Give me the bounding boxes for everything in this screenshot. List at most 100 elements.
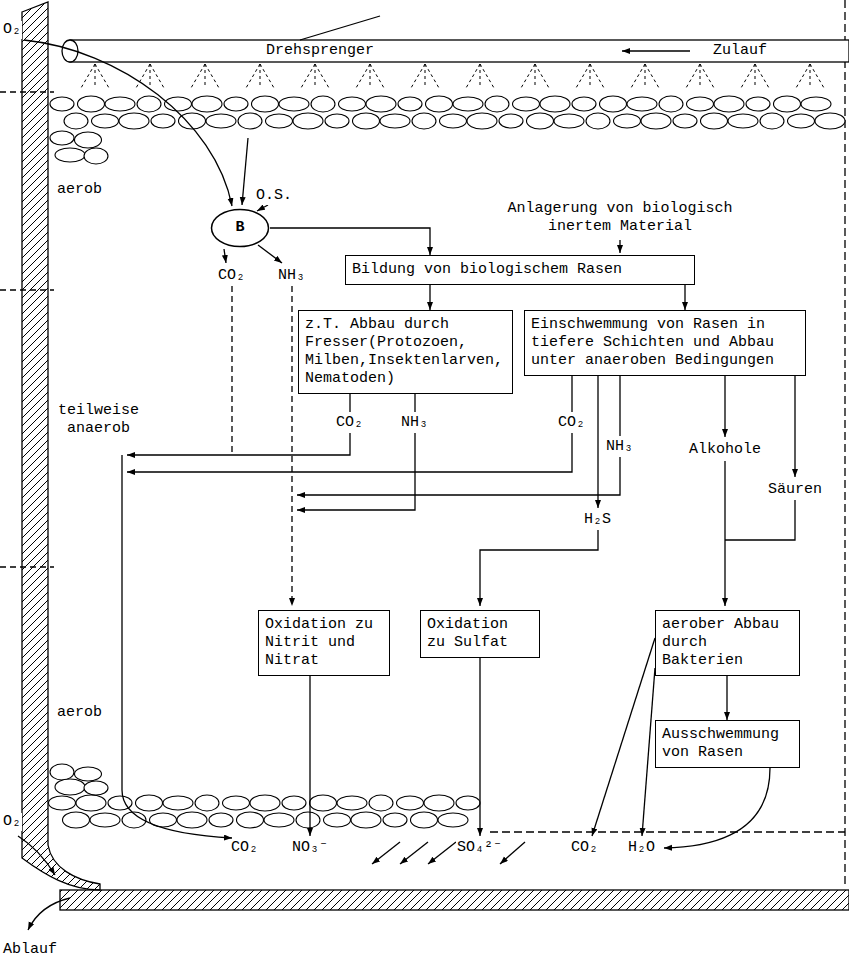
flow-arrow — [726, 676, 727, 720]
spray-jet — [356, 64, 370, 88]
substance-label: Alkohole — [688, 441, 762, 459]
spray-jet — [370, 64, 384, 88]
spray — [81, 64, 824, 88]
stone — [90, 813, 120, 827]
stone — [380, 114, 410, 128]
spray-jet — [466, 64, 480, 88]
stone — [467, 113, 497, 129]
stone — [485, 96, 509, 112]
stone — [50, 764, 74, 780]
substance-label: CO₂ — [557, 414, 586, 432]
box-text: B — [210, 208, 270, 248]
stone — [192, 96, 222, 112]
stone — [659, 96, 683, 112]
stone — [701, 113, 728, 129]
product-arrow — [642, 668, 655, 836]
bottom-boundary — [490, 831, 845, 832]
substance-label: O.S. — [255, 187, 293, 205]
stone — [76, 795, 106, 811]
spray-jet — [95, 64, 109, 88]
stone — [311, 96, 335, 112]
flow-arrow — [429, 285, 430, 310]
stone — [788, 114, 815, 128]
stone — [264, 813, 294, 827]
spray-jet — [590, 64, 604, 88]
stone — [119, 113, 149, 129]
oxygen-label: O₂ — [2, 21, 22, 39]
box-text: Ausschwemmung von Rasen — [662, 726, 793, 762]
substance-label: CO₂ — [335, 414, 364, 432]
spray-jet — [480, 64, 494, 88]
process-box: Bildung von biologischem Rasen — [345, 255, 695, 285]
spray-jet — [150, 64, 164, 88]
process-box: Oxidation zu Nitrit und Nitrat — [258, 610, 390, 676]
spray-jet — [425, 64, 426, 88]
box-text: Bildung von biologischem Rasen — [352, 261, 688, 279]
product-line — [414, 394, 415, 412]
spray-jet — [631, 64, 645, 88]
flow-arrow — [684, 285, 685, 310]
spray-jet — [301, 64, 315, 88]
outflow-arrow — [400, 842, 428, 864]
stone — [586, 113, 610, 129]
substance-label: NH₃ — [400, 414, 429, 432]
stone — [237, 812, 264, 828]
stone — [398, 97, 422, 111]
stone — [92, 114, 119, 128]
stone — [673, 114, 697, 128]
stone — [801, 97, 831, 111]
spray-jet — [205, 64, 206, 88]
substance-label: CO₂ — [570, 839, 599, 857]
spray-jet — [810, 64, 824, 88]
stone — [424, 795, 454, 811]
spray-jet — [576, 64, 590, 88]
stone — [339, 97, 366, 111]
alcohol-line — [724, 461, 725, 606]
spray-jet — [370, 64, 371, 88]
spray-jet — [521, 64, 535, 88]
spray-jet — [95, 64, 96, 88]
spray-jet — [810, 64, 811, 88]
spray-jet — [480, 64, 481, 88]
stone — [728, 114, 758, 128]
nh3-line — [291, 286, 292, 606]
nozzle — [300, 16, 380, 40]
spray-jet — [191, 64, 205, 88]
substance-label: SO₄²⁻ — [456, 839, 503, 857]
floor — [60, 890, 849, 910]
stone — [614, 114, 641, 128]
section-border — [844, 0, 845, 888]
product-arrow — [592, 638, 655, 836]
stone — [397, 796, 424, 810]
stone — [50, 131, 74, 145]
product-line — [724, 376, 725, 437]
stone — [151, 114, 175, 128]
distributor-pipe — [70, 40, 849, 62]
stone — [746, 97, 770, 111]
outflow-arrow — [500, 842, 525, 864]
spray-jet — [425, 64, 439, 88]
substance-label: CO₂ — [217, 267, 246, 285]
stone — [250, 795, 280, 811]
stone — [282, 796, 306, 810]
stone — [75, 132, 102, 148]
process-box: Oxidation zu Sulfat — [420, 610, 540, 658]
spray-jet — [590, 64, 591, 88]
filter-stones — [49, 96, 846, 828]
stone — [206, 114, 236, 128]
box-text: aerober Abbau durch Bakterien — [662, 616, 793, 670]
note: Anlagerung von biologisch inertem Materi… — [489, 200, 751, 236]
substance-label: NH₃ — [277, 267, 306, 285]
spray-jet — [246, 64, 260, 88]
part-name: Ablauf — [2, 941, 58, 959]
spray-jet — [260, 64, 261, 88]
stone — [774, 96, 801, 112]
stone — [351, 812, 381, 828]
product-line — [349, 394, 350, 412]
stone — [223, 796, 250, 810]
co2-line — [231, 286, 232, 455]
product-line — [794, 376, 795, 477]
stone — [84, 148, 108, 164]
spray-jet — [645, 64, 646, 88]
